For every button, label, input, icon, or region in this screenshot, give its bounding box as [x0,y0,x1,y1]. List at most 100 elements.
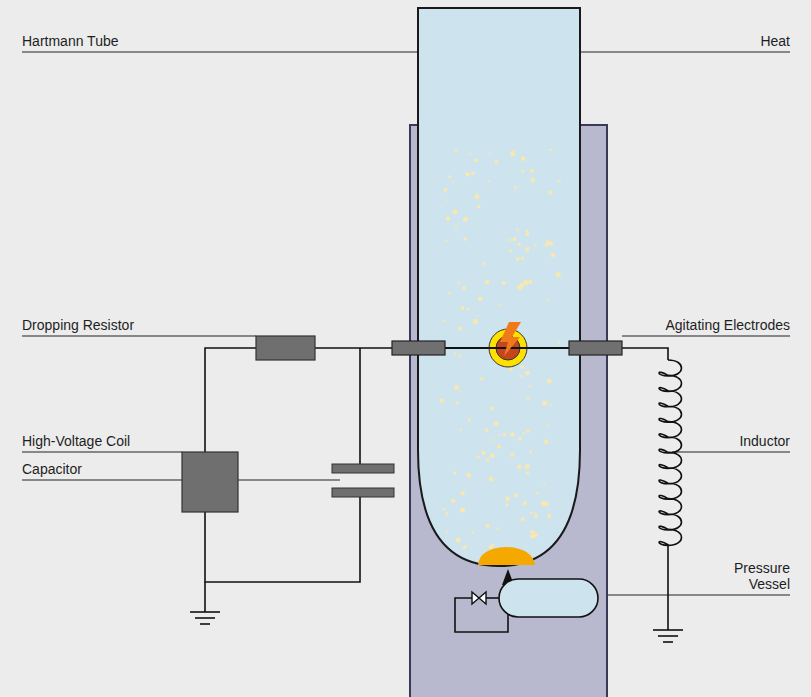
dust-particle [478,297,483,302]
dust-particle [467,308,470,311]
dust-particle [468,418,471,421]
dust-particle [443,188,447,192]
dust-particle [558,341,560,343]
dust-particle [517,465,522,470]
dust-particle [486,524,490,528]
resistor-symbol [256,336,315,360]
dust-particle [525,247,530,252]
dust-particle [457,281,460,284]
dust-particle [529,451,532,454]
dust-particle [529,385,531,387]
dust-particle [527,397,530,400]
dust-particle [446,216,450,220]
dust-particle [489,151,491,153]
dust-particle [528,280,532,284]
dust-particle [530,534,535,539]
dust-particle [550,404,552,406]
dust-particle [526,472,530,476]
dust-particle [514,186,517,189]
dust-particle [510,453,514,457]
valve-symbol [472,592,486,604]
dust-particle [551,252,556,257]
dust-particle [512,237,516,241]
dust-particle [460,429,462,431]
dust-particle [523,501,527,505]
circuit-wires [205,348,668,630]
dust-particle [510,151,515,156]
dust-particle [454,149,457,152]
dust-particle [489,477,494,482]
dust-particle [446,531,448,533]
part-label: Heat [760,33,790,49]
dust-particle [526,429,530,433]
dust-particle [469,153,471,155]
inductor-symbol [659,360,682,545]
coil-box [182,452,238,512]
dust-particle [458,327,462,331]
dust-particle [453,471,457,475]
dust-particle [440,398,445,403]
dust-particle [526,232,530,236]
dust-particle [546,298,548,300]
part-label: Inductor [739,433,790,449]
dust-particle [549,190,553,194]
dust-particle [490,407,494,411]
dust-particle [456,537,461,542]
dust-particle [514,493,518,497]
spark-bolt [500,322,521,356]
dust-particle [491,544,495,548]
dust-particle [544,439,549,444]
dust-particle [516,229,518,231]
dust-particle [443,508,445,510]
dust-particle [541,501,546,506]
part-label: Hartmann Tube [22,33,119,49]
dust-particle [460,508,465,513]
dust-particle [535,244,537,246]
dust-particle [477,205,481,209]
dust-particle [495,160,499,164]
dust-particle [494,421,499,426]
capacitor-plate [332,464,394,473]
capacitor-plate [332,488,394,497]
dust-particle [451,499,456,504]
dust-particle [523,280,528,285]
dust-particle [463,545,467,549]
dust-particle [549,149,552,152]
dust-particle [502,281,506,285]
dust-particle [499,435,501,437]
dust-particle [508,239,511,242]
dust-particle [525,230,528,233]
dust-particle [510,432,515,437]
dust-particle [448,175,451,178]
part-label: Dropping Resistor [22,317,134,333]
electrode [392,341,445,355]
dust-particle [521,257,524,260]
dust-particle [505,496,510,501]
dust-particle [533,531,536,534]
dust-particle [477,456,480,459]
dust-particle [465,172,470,177]
hartmann-tube [418,8,580,566]
dust-particle [466,473,471,478]
dust-particle [453,209,458,214]
dust-particle [520,365,524,369]
dust-particle [517,243,520,246]
dust-particle [477,314,479,316]
part-label: Capacitor [22,461,82,477]
dust-particle [521,169,524,172]
dust-particles [438,149,561,550]
dust-particle [485,428,489,432]
dust-particle [556,272,561,277]
dust-particle [547,514,551,518]
dust-particle [498,304,500,306]
dust-particle [520,375,523,378]
dust-particle [534,514,538,518]
dust-particle [486,458,489,461]
pressure-vessel [499,579,598,617]
dust-particle [547,379,552,384]
dust-particle [523,432,525,434]
dust-particle [454,385,459,390]
dust-particle [463,237,467,241]
dust-sample [478,547,535,565]
